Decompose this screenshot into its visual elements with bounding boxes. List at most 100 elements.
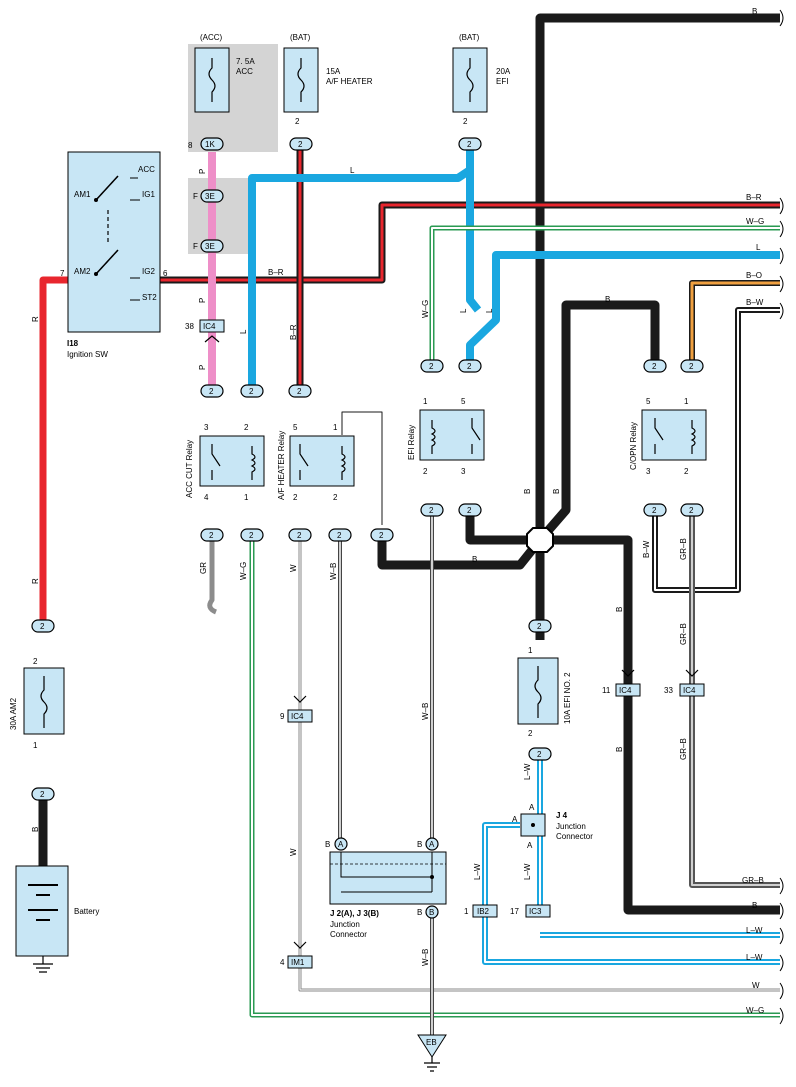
svg-text:1: 1 — [423, 397, 428, 406]
wire-label-grb-v2: GR–B — [679, 623, 688, 645]
svg-text:2: 2 — [463, 117, 468, 126]
ground-eb: EB — [417, 1034, 447, 1072]
svg-text:F: F — [193, 192, 198, 201]
svg-text:2: 2 — [33, 657, 38, 666]
svg-text:Junction: Junction — [330, 920, 360, 929]
wire-label-lw-v1: L–W — [523, 763, 532, 780]
svg-text:F: F — [193, 242, 198, 251]
svg-text:3: 3 — [461, 467, 466, 476]
svg-text:B: B — [429, 908, 434, 917]
fuse-am2: 2 30A AM2 2 1 2 — [9, 619, 65, 801]
wire-label-wg-v: W–G — [239, 562, 248, 580]
svg-text:38: 38 — [185, 322, 194, 331]
svg-text:3E: 3E — [205, 242, 215, 251]
source-bat-1: (BAT) — [290, 33, 311, 42]
svg-text:33: 33 — [664, 686, 673, 695]
svg-text:1: 1 — [528, 646, 533, 655]
svg-text:B: B — [417, 908, 422, 917]
svg-text:B: B — [325, 840, 330, 849]
wire-label-p-3: P — [198, 365, 207, 370]
fuse-symbol-icon — [466, 58, 474, 102]
svg-text:2: 2 — [298, 140, 303, 149]
svg-text:2: 2 — [684, 467, 689, 476]
wire-label-w-right: W — [752, 981, 760, 990]
wire-label-b-battery: B — [31, 827, 40, 832]
connector-ic3-17: IC3 17 — [510, 904, 551, 918]
svg-text:Connector: Connector — [330, 930, 367, 939]
wire-label-lw-2: L–W — [746, 953, 763, 962]
wire-label-br-top: B–R — [746, 193, 762, 202]
svg-text:10A EFI NO. 2: 10A EFI NO. 2 — [563, 672, 572, 724]
wire-label-r-top: R — [31, 316, 40, 322]
af-heater-relay: A/F HEATER Relay 5 1 2 2 — [277, 423, 355, 502]
wire-label-lw-v3: L–W — [473, 863, 482, 880]
svg-text:30A AM2: 30A AM2 — [9, 697, 18, 730]
svg-text:J 2(A), J 3(B): J 2(A), J 3(B) — [330, 909, 379, 918]
svg-text:2: 2 — [293, 493, 298, 502]
wire-label-wg-top: W–G — [746, 217, 764, 226]
connector-im1-4: IM1 4 — [280, 941, 313, 969]
wire-label-l-efi2: L — [485, 308, 494, 313]
relay-coil-icon — [654, 418, 696, 454]
connector-ib2-1: IB2 1 — [464, 904, 498, 918]
wire-label-b-right: B — [752, 901, 757, 910]
wire-l-efi — [466, 170, 482, 313]
wire-label-grb-v1: GR–B — [679, 538, 688, 560]
source-acc: (ACC) — [200, 33, 223, 42]
svg-text:7. 5A: 7. 5A — [236, 57, 255, 66]
wire-l-accrelay — [248, 148, 474, 385]
wire-label-wb-v1: W–B — [329, 563, 338, 580]
svg-text:1: 1 — [244, 493, 249, 502]
relay-coil-icon — [211, 444, 256, 480]
wire-label-b-junction: B — [472, 555, 477, 564]
svg-text:8: 8 — [188, 141, 193, 150]
junction-j2-j3: A A B B B B J 2(A), J 3(B) Junction Conn… — [325, 837, 447, 939]
wire-b-main — [535, 13, 780, 540]
svg-text:2: 2 — [40, 622, 45, 631]
svg-text:A: A — [527, 841, 533, 850]
svg-text:2: 2 — [429, 362, 434, 371]
wire-label-br-heater: B–R — [289, 324, 298, 340]
svg-text:2: 2 — [209, 531, 214, 540]
svg-text:IG2: IG2 — [142, 267, 155, 276]
wire-label-w-v1: W — [289, 564, 298, 572]
svg-text:IC4: IC4 — [203, 322, 216, 331]
svg-text:11: 11 — [602, 686, 611, 695]
wire-l-right — [466, 251, 780, 365]
svg-text:IC4: IC4 — [683, 686, 696, 695]
svg-text:ACC: ACC — [236, 67, 253, 76]
svg-text:Battery: Battery — [74, 907, 99, 916]
wire-label-bw: B–W — [746, 298, 764, 307]
svg-text:2: 2 — [333, 493, 338, 502]
svg-text:1: 1 — [33, 741, 38, 750]
wire-label-l-top: L — [756, 243, 761, 252]
svg-text:7: 7 — [60, 269, 65, 278]
svg-text:2: 2 — [652, 362, 657, 371]
wire-b-efi — [465, 510, 540, 545]
svg-text:1: 1 — [333, 423, 338, 432]
svg-text:EFI Relay: EFI Relay — [407, 425, 416, 460]
svg-text:2: 2 — [467, 362, 472, 371]
wire-label-wb-v2: W–B — [421, 703, 430, 720]
relay-top-connectors: 2 2 2 2 2 2 2 — [200, 359, 704, 398]
svg-text:4: 4 — [204, 493, 209, 502]
splice-point — [526, 527, 554, 553]
svg-text:AM2: AM2 — [74, 267, 91, 276]
svg-text:C/OPN Relay: C/OPN Relay — [629, 422, 638, 470]
wire-label-b-v3: B — [615, 607, 624, 612]
svg-text:3: 3 — [204, 423, 209, 432]
ground-icon — [33, 956, 53, 973]
svg-text:2: 2 — [537, 750, 542, 759]
ground-icon — [424, 1057, 440, 1072]
battery: Battery — [15, 865, 99, 973]
svg-text:2: 2 — [467, 140, 472, 149]
connector-ic4-9: IC4 9 — [280, 695, 313, 723]
svg-text:3: 3 — [646, 467, 651, 476]
svg-text:1: 1 — [684, 397, 689, 406]
svg-text:2: 2 — [337, 531, 342, 540]
svg-text:B: B — [417, 840, 422, 849]
wire-label-r-bottom: R — [31, 578, 40, 584]
wire-r — [39, 276, 68, 628]
copn-relay: C/OPN Relay 5 1 3 2 — [629, 397, 707, 476]
relay-coil-icon — [299, 444, 346, 480]
